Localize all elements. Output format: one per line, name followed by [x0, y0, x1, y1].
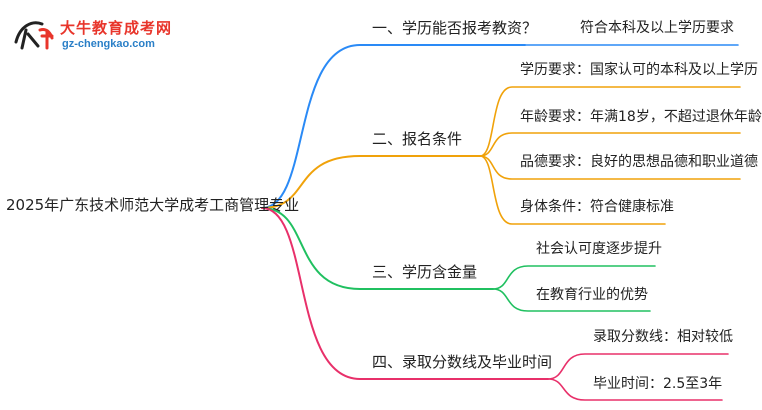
branch-2-leaf-3-connector: [479, 155, 741, 180]
branch-3-leaf-1-connector: [492, 265, 656, 290]
branch-3-leaf-1: 社会认可度逐步提升: [536, 241, 662, 257]
branch-2-leaf-1-connector: [479, 86, 741, 157]
branch-3-leaf-2: 在教育行业的优势: [536, 287, 648, 303]
branch-2-leaf-1: 学历要求：国家认可的本科及以上学历: [520, 62, 758, 78]
branch-4-label: 四、录取分数线及毕业时间: [372, 353, 553, 371]
branch-2-leaf-4-connector: [479, 155, 666, 225]
branch-3-connector: [261, 207, 494, 290]
branch-1-label: 一、学历能否报考教资？: [372, 19, 538, 37]
site-logo[interactable]: 大牛教育成考网 gz-chengkao.com: [12, 14, 202, 54]
branch-2-leaf-2-connector: [479, 132, 741, 157]
root-topic: 2025年广东技术师范大学成考工商管理专业: [6, 196, 300, 214]
branch-2-leaf-2: 年龄要求：年满18岁，不超过退休年龄: [520, 109, 762, 125]
branch-2-connector: [261, 155, 481, 209]
branch-2-label: 二、报名条件: [372, 130, 463, 148]
branch-3-label: 三、学历含金量: [372, 263, 478, 281]
logo-url: gz-chengkao.com: [62, 38, 155, 50]
branch-1-leaf-1: 符合本科及以上学历要求: [580, 20, 734, 36]
branch-3-leaf-2-connector: [492, 288, 651, 312]
branch-4-leaf-1: 录取分数线：相对较低: [593, 329, 733, 345]
branch-2-leaf-4: 身体条件：符合健康标准: [520, 199, 674, 215]
branch-2-leaf-3: 品德要求：良好的思想品德和职业道德: [520, 154, 758, 170]
branch-4-leaf-2: 毕业时间：2.5至3年: [593, 376, 723, 392]
branch-4-leaf-1-connector: [547, 353, 729, 380]
logo-title: 大牛教育成考网: [60, 19, 173, 37]
ox-logo-icon: [14, 21, 54, 50]
branch-4-connector: [261, 207, 549, 380]
branch-1-connector: [261, 44, 526, 209]
branch-4-leaf-2-connector: [547, 378, 723, 401]
